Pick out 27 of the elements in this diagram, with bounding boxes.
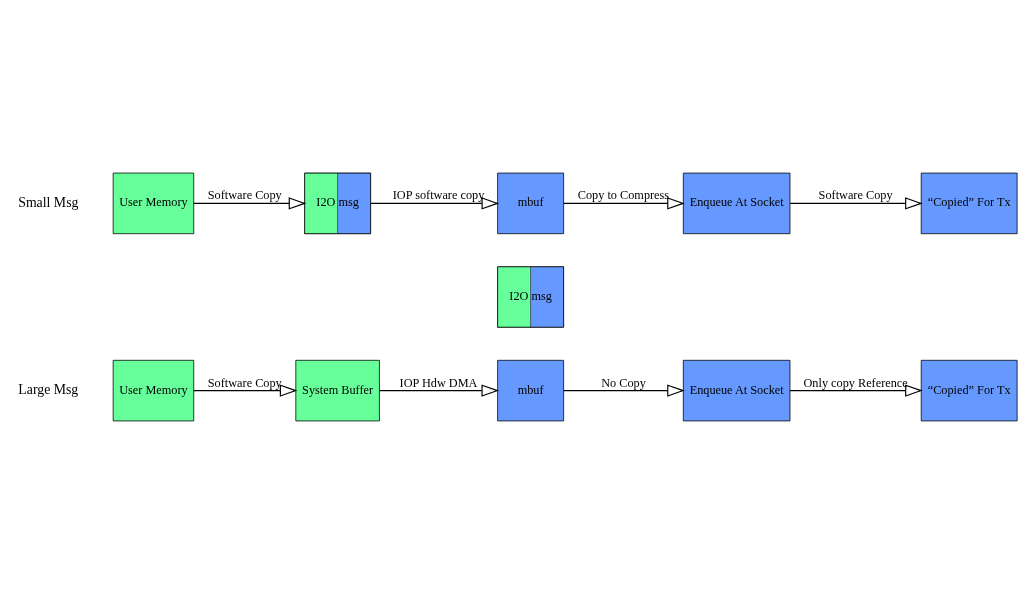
node-box: User Memory — [112, 359, 195, 422]
node-box: User Memory — [112, 172, 195, 235]
arrow — [378, 384, 500, 397]
arrow — [789, 384, 923, 397]
arrow — [789, 197, 923, 210]
arrow — [370, 197, 500, 210]
edge-label: No Copy — [601, 375, 646, 390]
edge-label: Software Copy — [818, 188, 893, 203]
arrow — [193, 384, 298, 397]
edge-label: Software Copy — [207, 375, 282, 390]
edge-label: IOP software copy — [392, 188, 485, 203]
edge-label: IOP Hdw DMA — [399, 375, 478, 390]
edge-label: Only copy Reference — [803, 375, 908, 390]
label: Large Msg — [18, 382, 79, 397]
node-box: mbuf — [497, 359, 564, 422]
edge-label: Software Copy — [207, 188, 282, 203]
node-box: “Copied” For Tx — [920, 359, 1018, 422]
label: Small Msg — [18, 194, 79, 210]
arrow — [563, 197, 685, 210]
edge-label: Copy to Compress — [577, 188, 670, 203]
node-box: Enqueue At Socket — [682, 172, 791, 235]
node-box: System Buffer — [295, 359, 380, 422]
arrow — [563, 384, 685, 397]
node-box: “Copied” For Tx — [920, 172, 1018, 235]
arrow — [193, 197, 307, 210]
node-box: Enqueue At Socket — [682, 359, 791, 422]
node-box: mbuf — [497, 172, 564, 235]
